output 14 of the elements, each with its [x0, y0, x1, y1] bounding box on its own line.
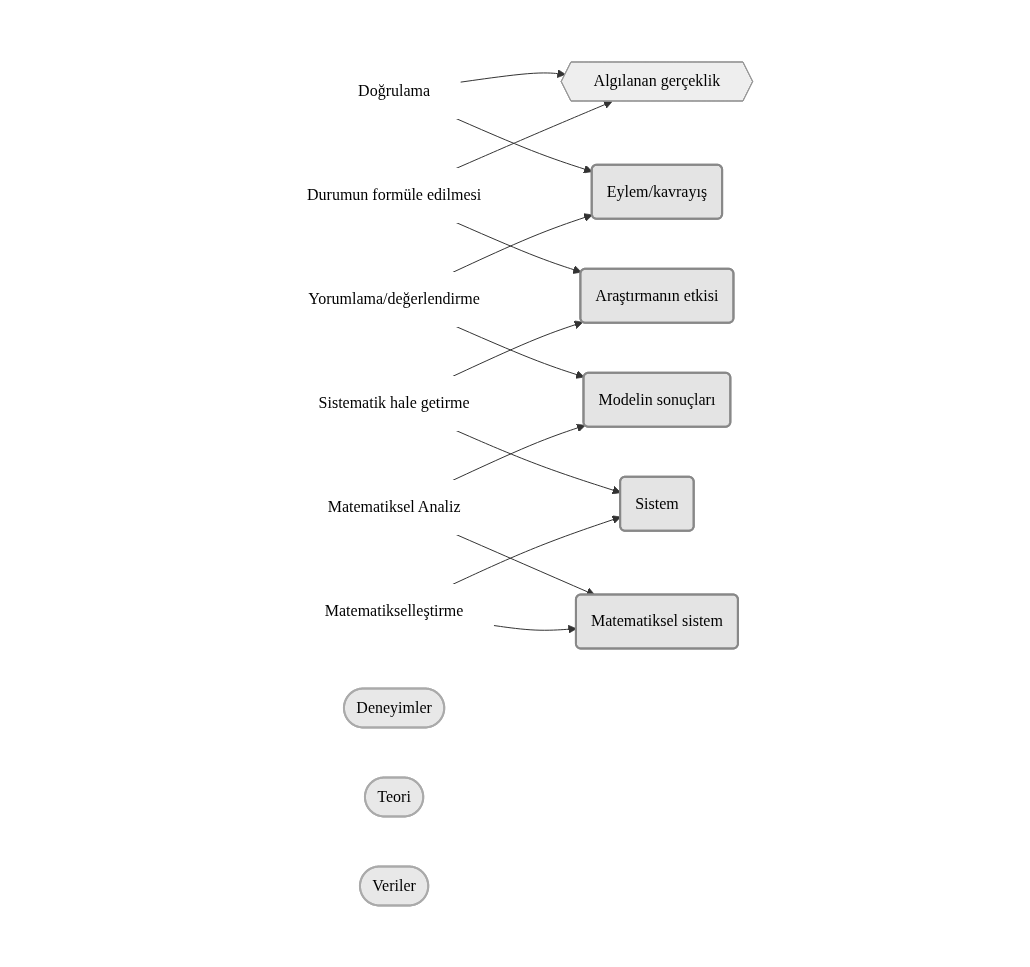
arrow [452, 213, 593, 273]
arrow [455, 100, 613, 169]
arrow [455, 221, 582, 274]
arrow [452, 423, 586, 481]
node-text: Yorumlama/değerlendirme [308, 290, 481, 308]
arrow [455, 117, 593, 174]
node-text: Matematikselleştirme [324, 602, 464, 620]
node-text: Durumun formüle edilmesi [307, 186, 482, 204]
node-text: Doğrulama [358, 82, 431, 100]
node-text: Sistematik hale getirme [318, 394, 470, 412]
arrow [493, 624, 577, 634]
node-text: Matematiksel Analiz [327, 498, 461, 516]
arrow [459, 69, 567, 83]
arrow [455, 533, 596, 596]
